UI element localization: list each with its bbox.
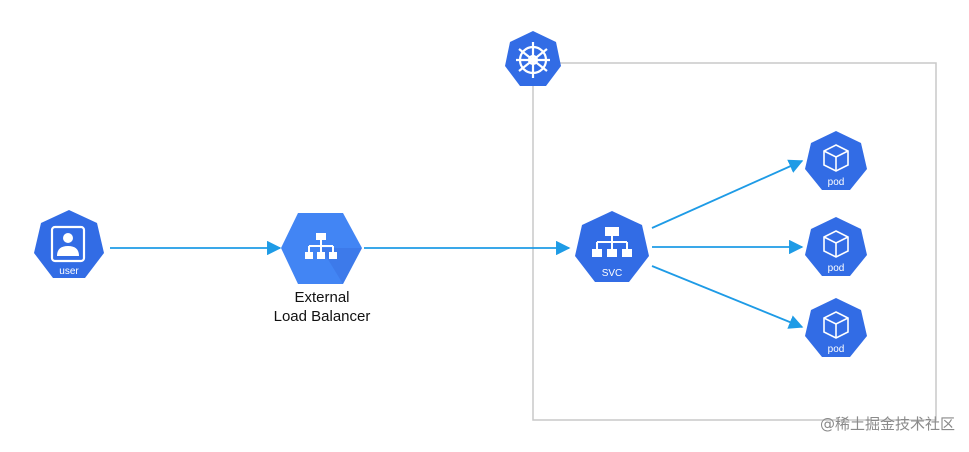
cluster-boundary xyxy=(532,62,937,421)
load-balancer-node xyxy=(281,213,362,284)
pod-node: pod xyxy=(805,298,867,357)
pod-node: pod xyxy=(805,217,867,276)
network-tree-icon xyxy=(305,233,337,259)
arrow-svc-to-pod-1 xyxy=(651,159,804,229)
pod-node: pod xyxy=(805,131,867,190)
pod-label: pod xyxy=(828,344,845,355)
load-balancer-caption-line1: External xyxy=(294,289,349,306)
user-node: user xyxy=(34,210,104,278)
svc-label: SVC xyxy=(602,268,623,279)
user-icon xyxy=(50,225,86,263)
watermark: @稀土掘金技术社区 xyxy=(819,415,955,433)
cube-icon xyxy=(823,230,849,258)
pod-label: pod xyxy=(828,263,845,274)
pod-label: pod xyxy=(828,177,845,188)
svc-node: SVC xyxy=(575,211,649,282)
user-label: user xyxy=(59,266,79,277)
kubernetes-logo-icon xyxy=(505,31,561,86)
cube-icon xyxy=(823,144,849,172)
load-balancer-caption-line2: Load Balancer xyxy=(274,308,371,325)
arrow-svc-to-pod-3 xyxy=(651,265,804,329)
service-tree-icon xyxy=(592,227,632,257)
cube-icon xyxy=(823,311,849,339)
